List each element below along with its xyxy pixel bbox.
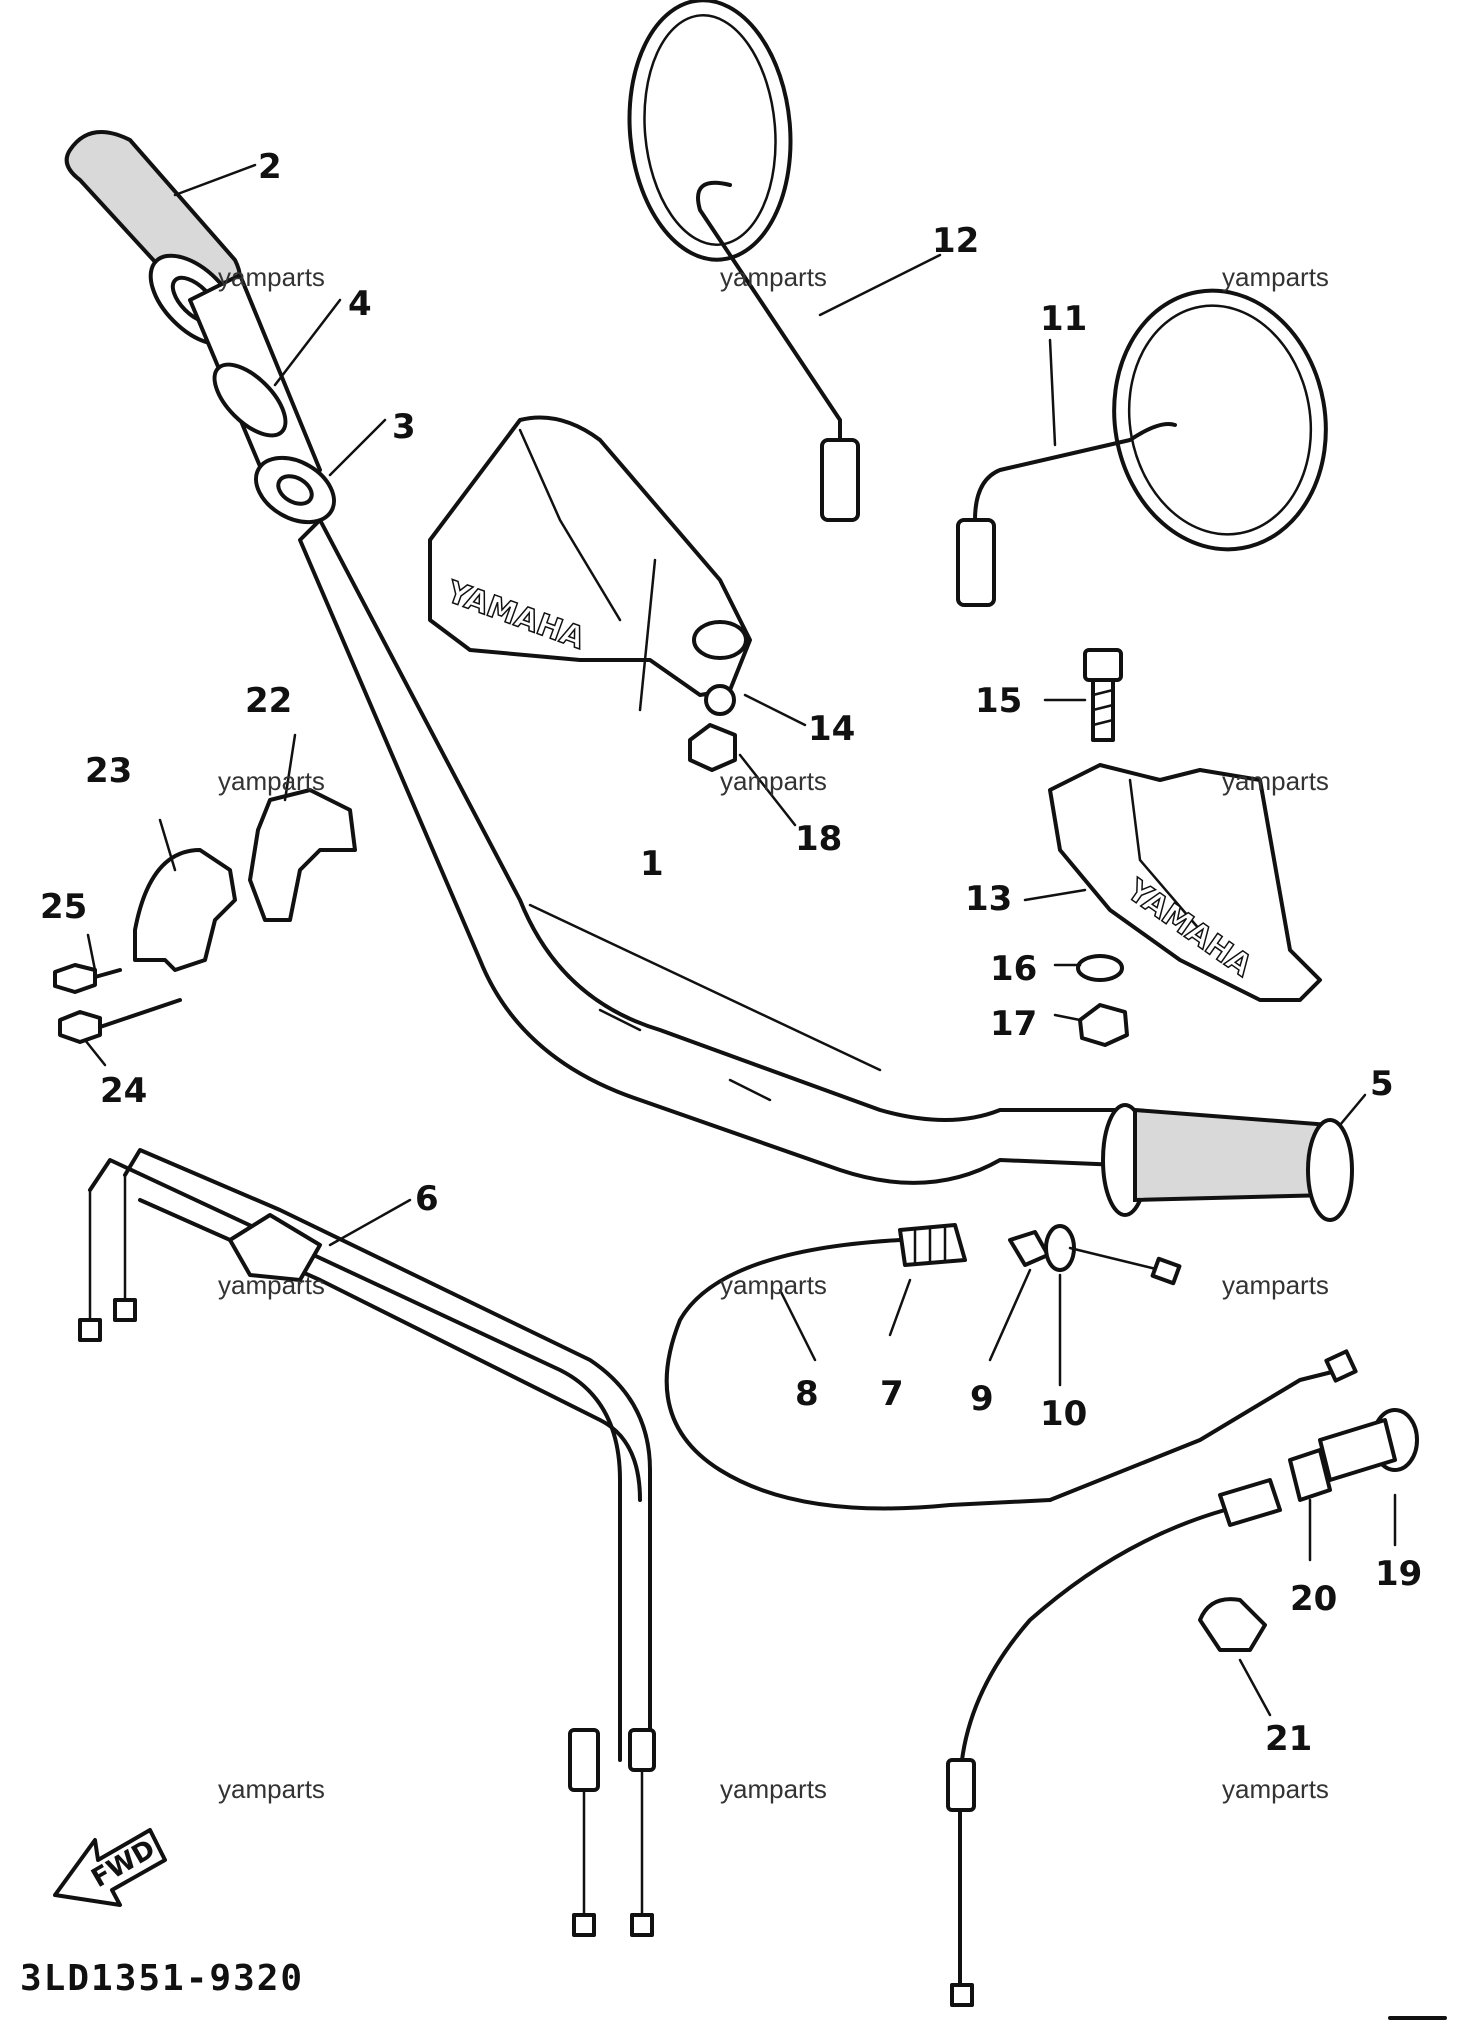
- nut-18: [688, 723, 737, 772]
- watermark-text: yamparts: [218, 1270, 325, 1300]
- callout-22: 22: [245, 681, 292, 721]
- mirror-left: [627, 0, 860, 522]
- callout-6: 6: [415, 1179, 439, 1219]
- clutch-cable: [664, 1223, 1358, 1511]
- callout-24: 24: [100, 1071, 147, 1111]
- watermark-text: yamparts: [1222, 766, 1329, 796]
- collar-4: [212, 362, 288, 438]
- throttle-housing-3: [254, 455, 336, 525]
- adjuster-20: [1218, 1448, 1332, 1527]
- callout-10: 10: [1040, 1394, 1087, 1434]
- watermark-text: yamparts: [720, 262, 827, 292]
- clamp-lower-23: [133, 848, 237, 972]
- leader-lines: [83, 163, 1397, 1717]
- callout-15: 15: [975, 681, 1022, 721]
- watermark-text: yamparts: [720, 1270, 827, 1300]
- callout-18: 18: [795, 819, 842, 859]
- callout-1: 1: [640, 844, 664, 884]
- callout-16: 16: [990, 949, 1037, 989]
- watermark-text: yamparts: [1222, 1270, 1329, 1300]
- callout-4: 4: [348, 284, 372, 324]
- watermarks: yamparts yamparts yamparts yamparts yamp…: [218, 262, 1329, 1804]
- forward-direction-arrow-icon: FWD: [53, 1828, 167, 1907]
- adjuster-19: [1318, 1408, 1419, 1482]
- callout-3: 3: [392, 407, 416, 447]
- bolt-25: [53, 963, 122, 994]
- bolt-15: [1083, 648, 1123, 742]
- callout-5: 5: [1370, 1064, 1394, 1104]
- nut-17: [1078, 1003, 1129, 1047]
- callout-12: 12: [932, 221, 979, 261]
- watermark-text: yamparts: [720, 766, 827, 796]
- clip-21: [1198, 1597, 1267, 1652]
- right-grip: [1101, 1103, 1354, 1222]
- handlebar: [298, 518, 1122, 1185]
- callout-7: 7: [880, 1374, 904, 1414]
- bolt-24: [58, 998, 182, 1044]
- throttle-cable: [78, 1148, 656, 1937]
- callout-24-left: 25: [40, 887, 87, 927]
- callouts: 1 2 3 4 5 6 7 8 9 10 11 12 13 14 15 16 1…: [40, 147, 1422, 1759]
- washer-16: [1076, 954, 1124, 982]
- clamp-upper-22: [248, 788, 357, 922]
- watermark-text: yamparts: [720, 1774, 827, 1804]
- callout-2: 2: [258, 147, 282, 187]
- watermark-text: yamparts: [218, 1774, 325, 1804]
- callout-13: 13: [965, 879, 1012, 919]
- watermark-text: yamparts: [218, 766, 325, 796]
- callout-14: 14: [808, 709, 855, 749]
- callout-17: 17: [990, 1004, 1037, 1044]
- callout-20: 20: [1290, 1579, 1337, 1619]
- callout-11: 11: [1040, 299, 1087, 339]
- drawing-code: 3LD1351-9320: [20, 1958, 304, 1999]
- callout-9: 9: [970, 1379, 994, 1419]
- hand-guard-left: YAMAHA: [428, 415, 752, 716]
- mirror-right: [956, 288, 1328, 607]
- callout-23: 23: [85, 751, 132, 791]
- callout-8: 8: [795, 1374, 819, 1414]
- callout-21: 21: [1265, 1719, 1312, 1759]
- callout-19: 19: [1375, 1554, 1422, 1594]
- watermark-text: yamparts: [218, 262, 325, 292]
- lower-cable: [946, 1508, 1227, 2007]
- watermark-text: yamparts: [1222, 262, 1329, 292]
- watermark-text: yamparts: [1222, 1774, 1329, 1804]
